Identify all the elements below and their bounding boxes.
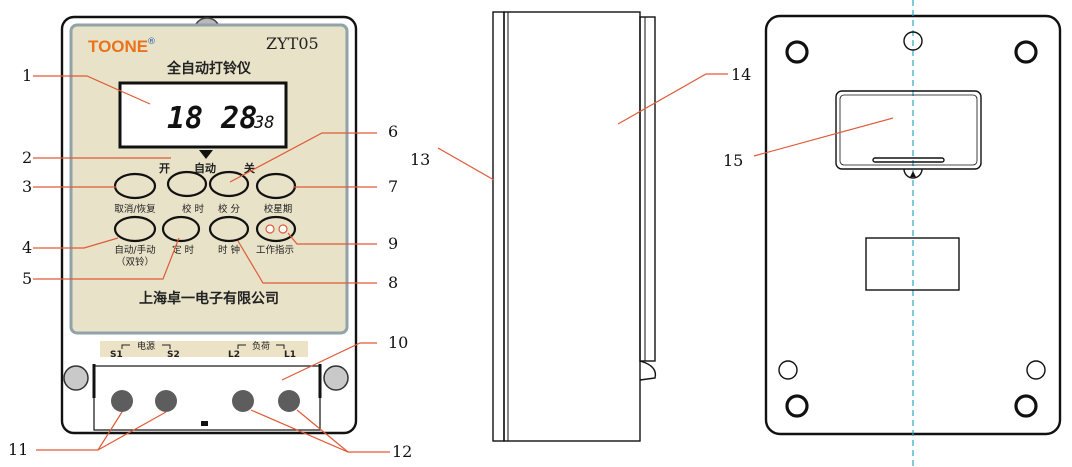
back-mount-hole-bl [785, 394, 809, 418]
front-view: TOONE ® ZYT05 全自动打铃仪 18 28 38 开 自动 关 取消/… [60, 15, 358, 435]
bottom-notch [201, 421, 208, 426]
back-small-hole-r [1026, 360, 1046, 380]
terminal-screw-s2 [155, 390, 177, 412]
side-body [503, 11, 641, 442]
callout-11: 11 [8, 440, 28, 459]
battery-door-slot [872, 157, 945, 163]
back-view [764, 0, 1062, 467]
set-weekday-label: 校星期 [264, 203, 293, 215]
load-label: 负荷 [252, 340, 270, 352]
mode-indicator-arrow [199, 150, 213, 159]
terminal-label-strip [100, 341, 308, 357]
back-mount-hole-br [1014, 394, 1038, 418]
leader-13 [437, 147, 495, 181]
mode-label-on: 开 [159, 162, 170, 175]
terminal-s2: S2 [167, 350, 180, 360]
cancel-restore-label: 取消/恢复 [114, 203, 156, 215]
timer-label: 定 时 [172, 244, 195, 256]
callout-13: 13 [410, 150, 430, 169]
front-callouts: 1 2 3 4 5 6 7 8 9 10 11 12 [8, 66, 412, 461]
terminal-screw-l1 [278, 390, 300, 412]
back-small-hole-l [778, 360, 798, 380]
leader-15 [753, 117, 894, 157]
callout-2: 2 [22, 148, 32, 167]
set-hour-button[interactable] [166, 170, 208, 198]
leader-14 [617, 73, 728, 125]
leader-11b [97, 411, 167, 451]
terminal-screw-s1 [111, 390, 133, 412]
side-front-cover [639, 16, 656, 362]
leader-12b [296, 409, 349, 453]
back-label-area [865, 237, 960, 291]
terminal-l2: L2 [228, 350, 240, 360]
terminal-l1: L1 [284, 350, 296, 360]
right-mount-screw [323, 365, 349, 391]
work-indicator-led-1 [265, 224, 275, 234]
lcd-time: 18 28 [167, 101, 257, 136]
timer-button[interactable] [161, 215, 201, 243]
leader-4 [33, 237, 119, 249]
side-back-plate [492, 11, 505, 442]
callout-9: 9 [388, 234, 398, 253]
battery-door-latch [903, 168, 923, 179]
front-housing [60, 15, 358, 435]
terminal-screw-l2 [232, 390, 254, 412]
back-callouts: 15 [723, 117, 894, 170]
set-hour-label: 校 时 [182, 203, 205, 215]
side-callouts: 13 14 [410, 65, 751, 181]
battery-door-inner [839, 94, 978, 166]
load-bracket [237, 344, 285, 349]
callout-4: 4 [22, 238, 32, 257]
side-knob [639, 360, 657, 381]
callout-3: 3 [22, 177, 32, 196]
callout-10: 10 [388, 333, 408, 352]
leader-10 [281, 342, 377, 381]
clock-button[interactable] [208, 215, 250, 243]
callout-7: 7 [388, 177, 398, 196]
battery-door-latch-arrow [910, 171, 916, 177]
callout-15: 15 [723, 151, 743, 170]
left-mount-screw [63, 365, 89, 391]
power-label: 电源 [137, 340, 155, 352]
leader-6 [229, 132, 377, 183]
back-mount-hole-tr [1014, 40, 1038, 64]
callout-1: 1 [22, 66, 32, 85]
work-indicator-housing [255, 215, 297, 243]
work-indicator-label: 工作指示 [256, 244, 294, 256]
auto-manual-button[interactable] [113, 215, 157, 243]
callout-12: 12 [392, 442, 412, 461]
leader-9 [287, 232, 377, 245]
brand-registered-mark: ® [147, 37, 156, 47]
device-title: 全自动打铃仪 [166, 60, 252, 77]
battery-door [835, 90, 982, 170]
company-name: 上海卓一电子有限公司 [139, 290, 279, 307]
set-weekday-button[interactable] [255, 172, 297, 200]
leader-8 [237, 240, 377, 284]
mode-label-off: 关 [244, 161, 255, 175]
auto-manual-sublabel: （双铃） [116, 256, 154, 268]
back-mount-hole-tl [785, 40, 809, 64]
leader-1 [33, 75, 151, 105]
callout-8: 8 [388, 273, 398, 292]
auto-manual-label: 自动/手动 [114, 244, 155, 256]
terminal-s1: S1 [110, 350, 123, 360]
leader-5 [33, 237, 180, 280]
lcd-display [118, 81, 288, 149]
power-bracket [121, 344, 171, 349]
callout-14: 14 [731, 65, 751, 84]
work-indicator-led-2 [278, 224, 288, 234]
cancel-restore-button[interactable] [113, 172, 157, 200]
clock-label: 时 钟 [218, 244, 240, 256]
lcd-seconds: 38 [253, 113, 274, 133]
callout-5: 5 [22, 269, 32, 288]
model-number: ZYT05 [266, 34, 319, 53]
back-top-hole [903, 31, 923, 51]
brand-logo: TOONE [88, 37, 148, 56]
set-minute-label: 校 分 [218, 203, 241, 215]
side-view [492, 11, 657, 442]
callout-6: 6 [388, 122, 398, 141]
mode-label-auto: 自动 [194, 161, 216, 175]
